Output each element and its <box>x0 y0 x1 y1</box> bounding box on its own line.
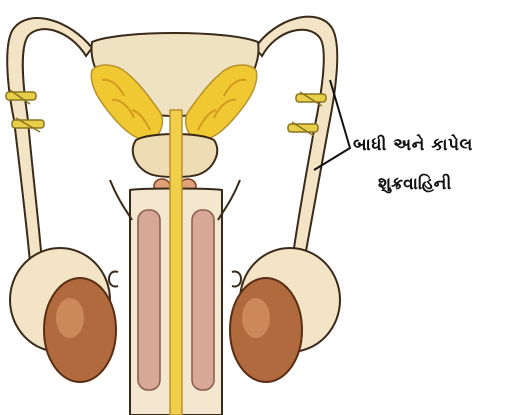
testis-right <box>230 248 340 382</box>
testis-left <box>10 248 116 382</box>
corpus-cavernosum-left <box>138 210 160 390</box>
annotation-label-line1: બાધી અને કાપેલ <box>353 137 473 154</box>
annotation-label-line2: શુક્રવાહિની <box>378 176 451 193</box>
vas-deferens-left <box>7 18 92 262</box>
corpus-cavernosum-right <box>192 210 214 390</box>
vas-deferens-right <box>255 17 337 262</box>
urethra <box>170 110 182 415</box>
